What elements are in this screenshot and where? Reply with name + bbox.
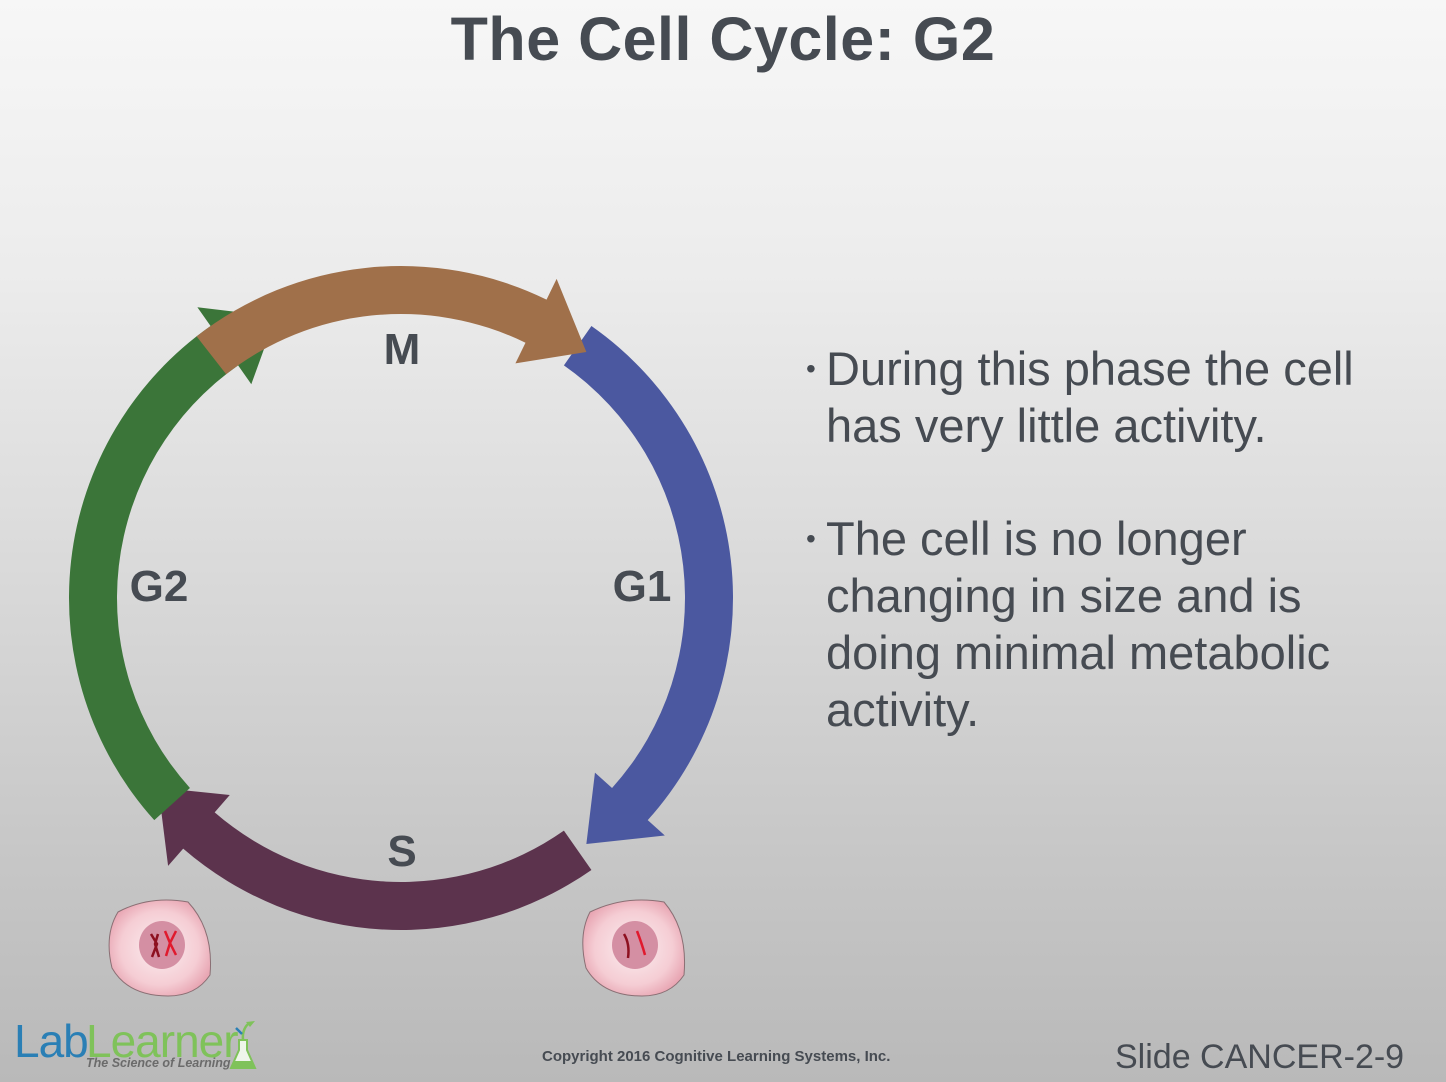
phase-arrow-m bbox=[196, 266, 587, 375]
flask-icon bbox=[229, 1021, 257, 1069]
bullet-text: During this phase the cell has very litt… bbox=[826, 342, 1354, 452]
phase-label-g2: G2 bbox=[129, 562, 189, 611]
bullet-text: The cell is no longer changing in size a… bbox=[826, 512, 1331, 736]
phase-label-s: S bbox=[387, 827, 417, 876]
copyright-text: Copyright 2016 Cognitive Learning System… bbox=[542, 1048, 891, 1065]
cell-single-chromosomes bbox=[582, 899, 686, 997]
logo-lab-text: Lab bbox=[14, 1015, 89, 1067]
phase-label-g1: G1 bbox=[612, 562, 672, 611]
bullet-dot-icon: • bbox=[806, 523, 816, 554]
phase-label-m: M bbox=[383, 325, 421, 374]
bullet-dot-icon: • bbox=[806, 353, 816, 384]
bullet-item: • The cell is no longer changing in size… bbox=[806, 510, 1426, 738]
phase-arrow-g2 bbox=[69, 307, 276, 821]
phase-arrow-s bbox=[158, 787, 592, 930]
logo-learner-text: Learner bbox=[86, 1015, 239, 1067]
cell-duplicated-chromosomes bbox=[108, 899, 211, 997]
lablearner-logo: Lab Learner The Science of Learning bbox=[14, 1014, 264, 1076]
bullet-item: • During this phase the cell has very li… bbox=[806, 340, 1426, 454]
slide-title: The Cell Cycle: G2 bbox=[450, 5, 996, 73]
slide-id: Slide CANCER-2-9 bbox=[1115, 1038, 1405, 1076]
phase-arrow-g1 bbox=[563, 326, 733, 844]
bullet-list: • During this phase the cell has very li… bbox=[806, 340, 1426, 794]
logo-tagline: The Science of Learning bbox=[86, 1056, 231, 1070]
